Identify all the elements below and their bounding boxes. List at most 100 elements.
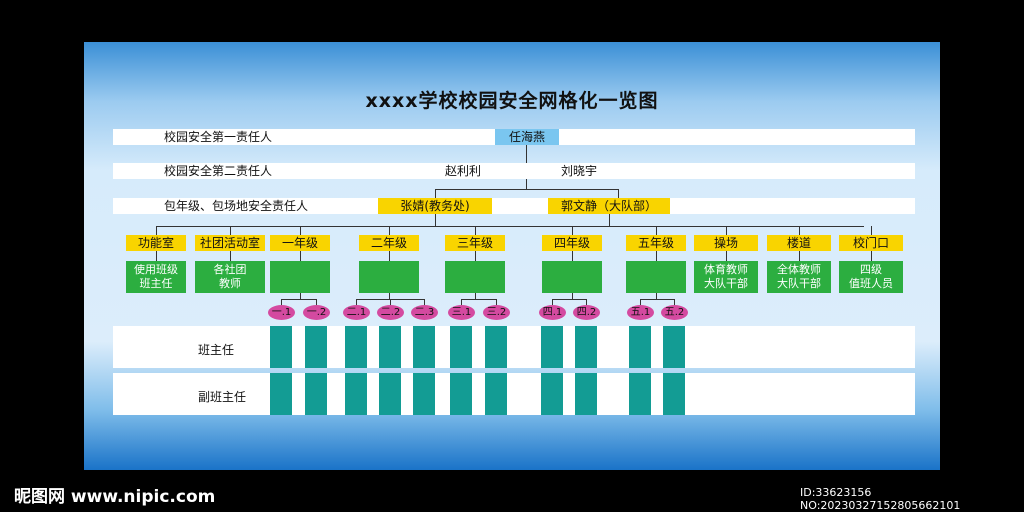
category-label: 三年级 bbox=[445, 235, 505, 251]
headteacher-slot bbox=[485, 326, 507, 368]
category-label: 操场 bbox=[694, 235, 758, 251]
connector bbox=[435, 189, 618, 190]
footer-bar: 昵图网 www.nipic.com ID:33623156 NO:2023032… bbox=[0, 470, 1024, 512]
category-desc-line: 全体教师 bbox=[777, 263, 821, 276]
connector bbox=[609, 214, 610, 226]
headteacher-slot bbox=[629, 326, 651, 368]
category-desc-box: 使用班级班主任 bbox=[126, 261, 186, 293]
connector bbox=[871, 226, 872, 235]
deputy-label: 副班主任 bbox=[198, 390, 247, 404]
class-oval: 一.2 bbox=[303, 305, 330, 320]
headteacher-slot bbox=[379, 326, 401, 368]
connector bbox=[461, 299, 497, 300]
category-desc-line: 大队干部 bbox=[704, 277, 748, 290]
row-strip-third bbox=[113, 198, 915, 214]
category-desc-line: 使用班级 bbox=[134, 263, 178, 276]
connector bbox=[656, 251, 657, 261]
band-headteacher bbox=[113, 326, 915, 368]
class-oval: 四.2 bbox=[573, 305, 600, 320]
connector bbox=[640, 299, 641, 305]
class-oval: 一.1 bbox=[268, 305, 295, 320]
headteacher-slot bbox=[450, 326, 472, 368]
category-desc-line: 体育教师 bbox=[704, 263, 748, 276]
category-desc-box bbox=[445, 261, 505, 293]
row-strip-second bbox=[113, 163, 915, 179]
category-label: 四年级 bbox=[542, 235, 602, 251]
connector bbox=[656, 293, 657, 300]
deputy-slot bbox=[629, 373, 651, 415]
category-desc-line: 各社团 bbox=[213, 263, 247, 276]
third-responsible-label: 包年级、包场地安全责任人 bbox=[164, 199, 309, 213]
headteacher-slot bbox=[270, 326, 292, 368]
deputy-slot bbox=[575, 373, 597, 415]
headteacher-label: 班主任 bbox=[198, 343, 235, 357]
category-desc-line: 大队干部 bbox=[777, 277, 821, 290]
connector bbox=[230, 226, 231, 235]
category-desc-box bbox=[270, 261, 330, 293]
connector bbox=[461, 299, 462, 305]
category-desc-box: 全体教师大队干部 bbox=[767, 261, 831, 293]
headteacher-slot bbox=[663, 326, 685, 368]
connector bbox=[552, 299, 587, 300]
connector bbox=[435, 214, 436, 226]
deputy-slot bbox=[270, 373, 292, 415]
connector bbox=[726, 226, 727, 235]
deputy-slot bbox=[305, 373, 327, 415]
connector bbox=[572, 226, 573, 235]
connector bbox=[389, 251, 390, 261]
first-responsible-person: 任海燕 bbox=[495, 129, 559, 145]
connector bbox=[300, 226, 301, 235]
class-oval: 二.3 bbox=[411, 305, 438, 320]
deputy-slot bbox=[379, 373, 401, 415]
second-person-1: 赵利利 bbox=[445, 164, 482, 178]
connector bbox=[156, 226, 864, 227]
connector bbox=[572, 251, 573, 261]
category-label: 楼道 bbox=[767, 235, 831, 251]
deputy-slot bbox=[485, 373, 507, 415]
class-oval: 二.2 bbox=[377, 305, 404, 320]
class-oval: 三.1 bbox=[448, 305, 475, 320]
category-label: 校门口 bbox=[839, 235, 903, 251]
connector bbox=[435, 189, 436, 198]
connector bbox=[656, 226, 657, 235]
connector bbox=[230, 251, 231, 261]
connector bbox=[316, 299, 317, 305]
band-deputy bbox=[113, 373, 915, 415]
connector bbox=[618, 189, 619, 198]
connector bbox=[300, 251, 301, 261]
connector bbox=[526, 145, 527, 163]
connector bbox=[281, 299, 282, 305]
category-label: 社团活动室 bbox=[195, 235, 265, 251]
second-responsible-label: 校园安全第二责任人 bbox=[164, 164, 273, 178]
page-title: xxxx学校校园安全网格化一览图 bbox=[365, 90, 659, 112]
category-label: 一年级 bbox=[270, 235, 330, 251]
connector bbox=[572, 293, 573, 300]
connector bbox=[156, 251, 157, 261]
connector bbox=[475, 251, 476, 261]
first-responsible-label: 校园安全第一责任人 bbox=[164, 130, 273, 144]
connector bbox=[586, 299, 587, 305]
category-label: 五年级 bbox=[626, 235, 686, 251]
deputy-slot bbox=[413, 373, 435, 415]
connector bbox=[674, 299, 675, 305]
category-desc-box bbox=[542, 261, 602, 293]
category-label: 二年级 bbox=[359, 235, 419, 251]
image-id-text: ID:33623156 NO:20230327152805662101 bbox=[800, 486, 961, 512]
connector bbox=[389, 293, 390, 300]
third-person-1: 张婧(教务处) bbox=[378, 198, 492, 214]
connector bbox=[356, 299, 357, 305]
connector bbox=[552, 299, 553, 305]
connector bbox=[281, 299, 317, 300]
headteacher-slot bbox=[541, 326, 563, 368]
headteacher-slot bbox=[575, 326, 597, 368]
deputy-slot bbox=[541, 373, 563, 415]
connector bbox=[156, 226, 157, 235]
org-chart-board: xxxx学校校园安全网格化一览图 校园安全第一责任人 任海燕 校园安全第二责任人… bbox=[84, 42, 940, 470]
class-oval: 三.2 bbox=[483, 305, 510, 320]
deputy-slot bbox=[663, 373, 685, 415]
connector bbox=[526, 179, 527, 189]
category-label: 功能室 bbox=[126, 235, 186, 251]
category-desc-line: 教师 bbox=[219, 277, 241, 290]
connector bbox=[389, 226, 390, 235]
category-desc-box: 四级值班人员 bbox=[839, 261, 903, 293]
